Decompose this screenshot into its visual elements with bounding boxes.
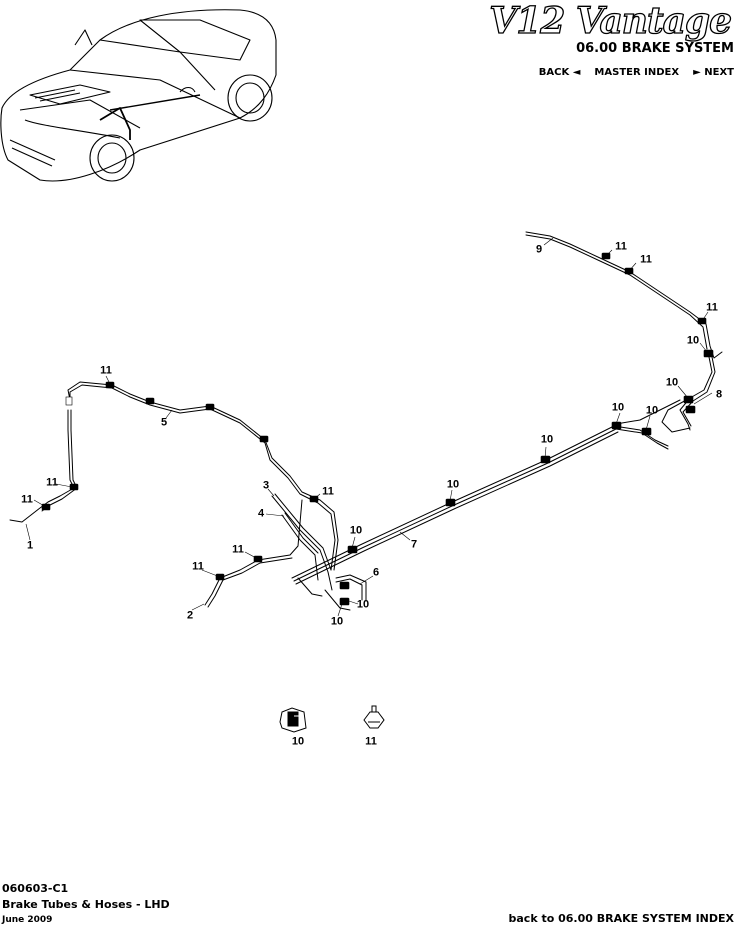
clip-11-detail	[363, 705, 385, 729]
callout-2: 2	[186, 609, 194, 622]
callout-11: 11	[322, 485, 334, 498]
back-to-index-link[interactable]: back to 06.00 BRAKE SYSTEM INDEX	[508, 912, 735, 925]
back-link[interactable]: BACK ◄	[538, 67, 581, 78]
callout-3: 3	[262, 479, 270, 492]
car-illustration	[0, 9, 277, 182]
callout-5: 5	[160, 416, 168, 429]
callout-11: 11	[232, 543, 244, 556]
callout-1: 1	[26, 539, 34, 552]
brand-logo: V12 Vantage	[489, 0, 733, 43]
callout-6: 6	[372, 566, 380, 579]
callout-10: 10	[330, 615, 344, 628]
section-title: 06.00 BRAKE SYSTEM	[576, 41, 734, 56]
callout-11: 11	[706, 301, 718, 314]
callout-10: 10	[446, 478, 460, 491]
callout-11: 11	[46, 476, 58, 489]
brake-tubes	[9, 231, 723, 611]
next-link[interactable]: ► NEXT	[693, 67, 734, 78]
leader-lines	[25, 237, 713, 617]
callout-10: 10	[645, 404, 659, 417]
callout-4: 4	[257, 507, 265, 520]
callout-10: 10	[349, 524, 363, 537]
callout-10: 10	[291, 735, 305, 748]
callout-10: 10	[611, 401, 625, 414]
callout-11: 11	[640, 253, 652, 266]
callout-11: 11	[615, 240, 627, 253]
diagram-date: June 2009	[2, 915, 53, 925]
callout-11: 11	[365, 735, 377, 748]
diagram-code: 060603-C1	[2, 882, 69, 895]
callout-11: 11	[100, 364, 112, 377]
master-index-link[interactable]: MASTER INDEX	[594, 67, 680, 78]
callout-8: 8	[715, 388, 723, 401]
callout-9: 9	[535, 243, 543, 256]
callout-7: 7	[410, 538, 418, 551]
diagram-title: Brake Tubes & Hoses - LHD	[2, 898, 170, 911]
callout-11: 11	[192, 560, 204, 573]
callout-10: 10	[356, 598, 370, 611]
nav-bar: BACK ◄ MASTER INDEX ► NEXT	[539, 67, 734, 78]
callout-10: 10	[665, 376, 679, 389]
clip-10-detail	[279, 707, 307, 733]
tube-clips	[41, 252, 714, 606]
callout-10: 10	[540, 433, 554, 446]
callout-11: 11	[21, 493, 33, 506]
callout-10: 10	[686, 334, 700, 347]
